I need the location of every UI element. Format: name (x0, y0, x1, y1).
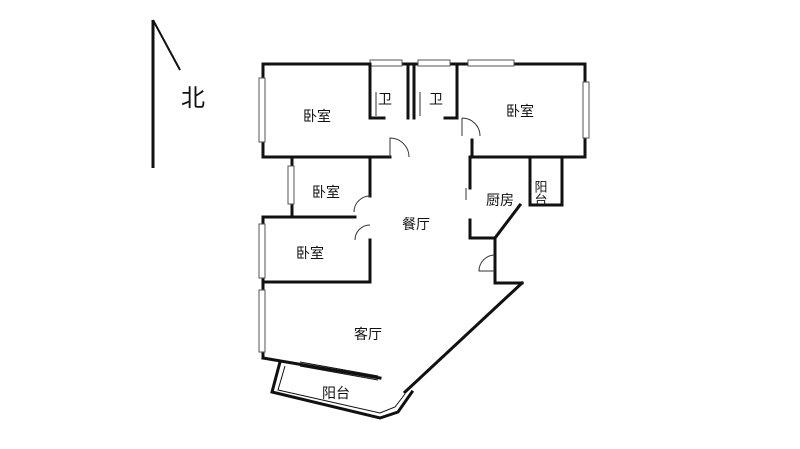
interior-walls (261, 62, 564, 284)
room-label-bedroom-mid: 卧室 (312, 184, 340, 201)
doors (353, 92, 496, 272)
room-label-balcony-small: 阳台 (532, 180, 547, 206)
room-label-balcony-bottom: 阳台 (322, 386, 350, 402)
room-label-living: 客厅 (354, 326, 382, 343)
room-label-dining: 餐厅 (402, 217, 430, 233)
room-label-bedroom-lower: 卧室 (296, 245, 324, 262)
bottom-balcony-outline (270, 360, 415, 420)
room-label-bath-left: 卫 (378, 92, 392, 108)
room-label-bath-right: 卫 (429, 92, 443, 108)
north-label: 北 (181, 84, 205, 112)
north-arrow-icon (151, 19, 181, 168)
room-label-kitchen: 厨房 (486, 193, 514, 209)
room-label-bedroom-top-left: 卧室 (303, 108, 331, 125)
room-label-bedroom-top-right: 卧室 (506, 103, 534, 120)
windows (258, 59, 590, 381)
